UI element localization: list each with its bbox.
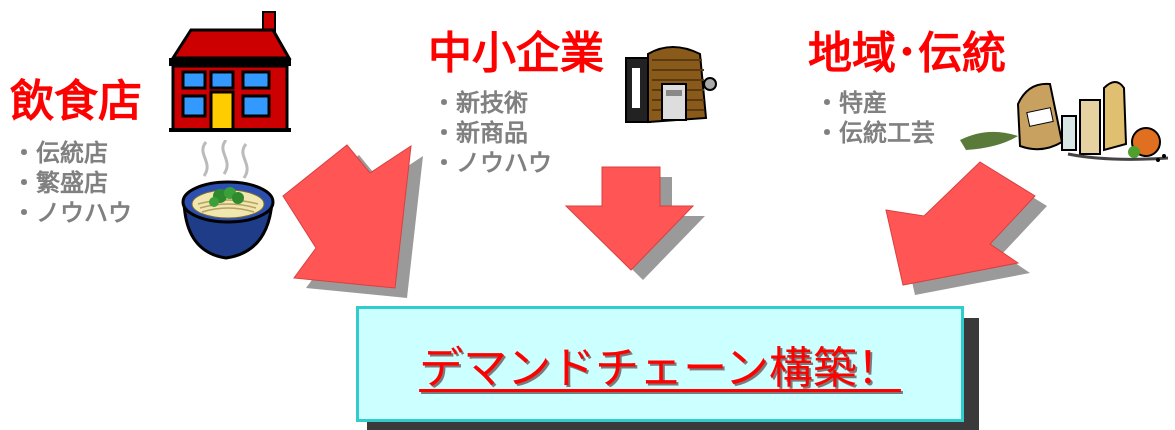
sme-items: 新技術 新商品 ノウハウ xyxy=(432,88,552,178)
list-item: ノウハウ xyxy=(432,148,552,178)
right-arrow xyxy=(885,161,1047,295)
banner-text: デマンドチェーン構築！ xyxy=(419,343,901,394)
region-tradition-items: 特産 伝統工芸 xyxy=(815,88,935,148)
left-arrow xyxy=(282,144,423,298)
house-icon xyxy=(169,11,292,132)
list-item: 繁盛店 xyxy=(12,168,132,198)
restaurant-items: 伝統店 繁盛店 ノウハウ xyxy=(12,138,132,228)
list-item: 伝統店 xyxy=(12,138,132,168)
noodle-bowl-icon xyxy=(181,140,275,260)
list-item: 特産 xyxy=(815,88,935,118)
demand-chain-banner: デマンドチェーン構築！ xyxy=(356,306,964,422)
list-item: 伝統工芸 xyxy=(815,118,935,148)
list-item: 新技術 xyxy=(432,88,552,118)
region-tradition-heading: 地域･伝統 xyxy=(808,28,1006,79)
middle-arrow xyxy=(564,166,705,280)
sme-heading: 中小企業 xyxy=(428,28,604,79)
list-item: ノウハウ xyxy=(12,198,132,228)
local-products-icon xyxy=(960,81,1169,162)
machine-icon xyxy=(625,46,717,124)
list-item: 新商品 xyxy=(432,118,552,148)
restaurant-heading: 飲食店 xyxy=(10,76,142,127)
